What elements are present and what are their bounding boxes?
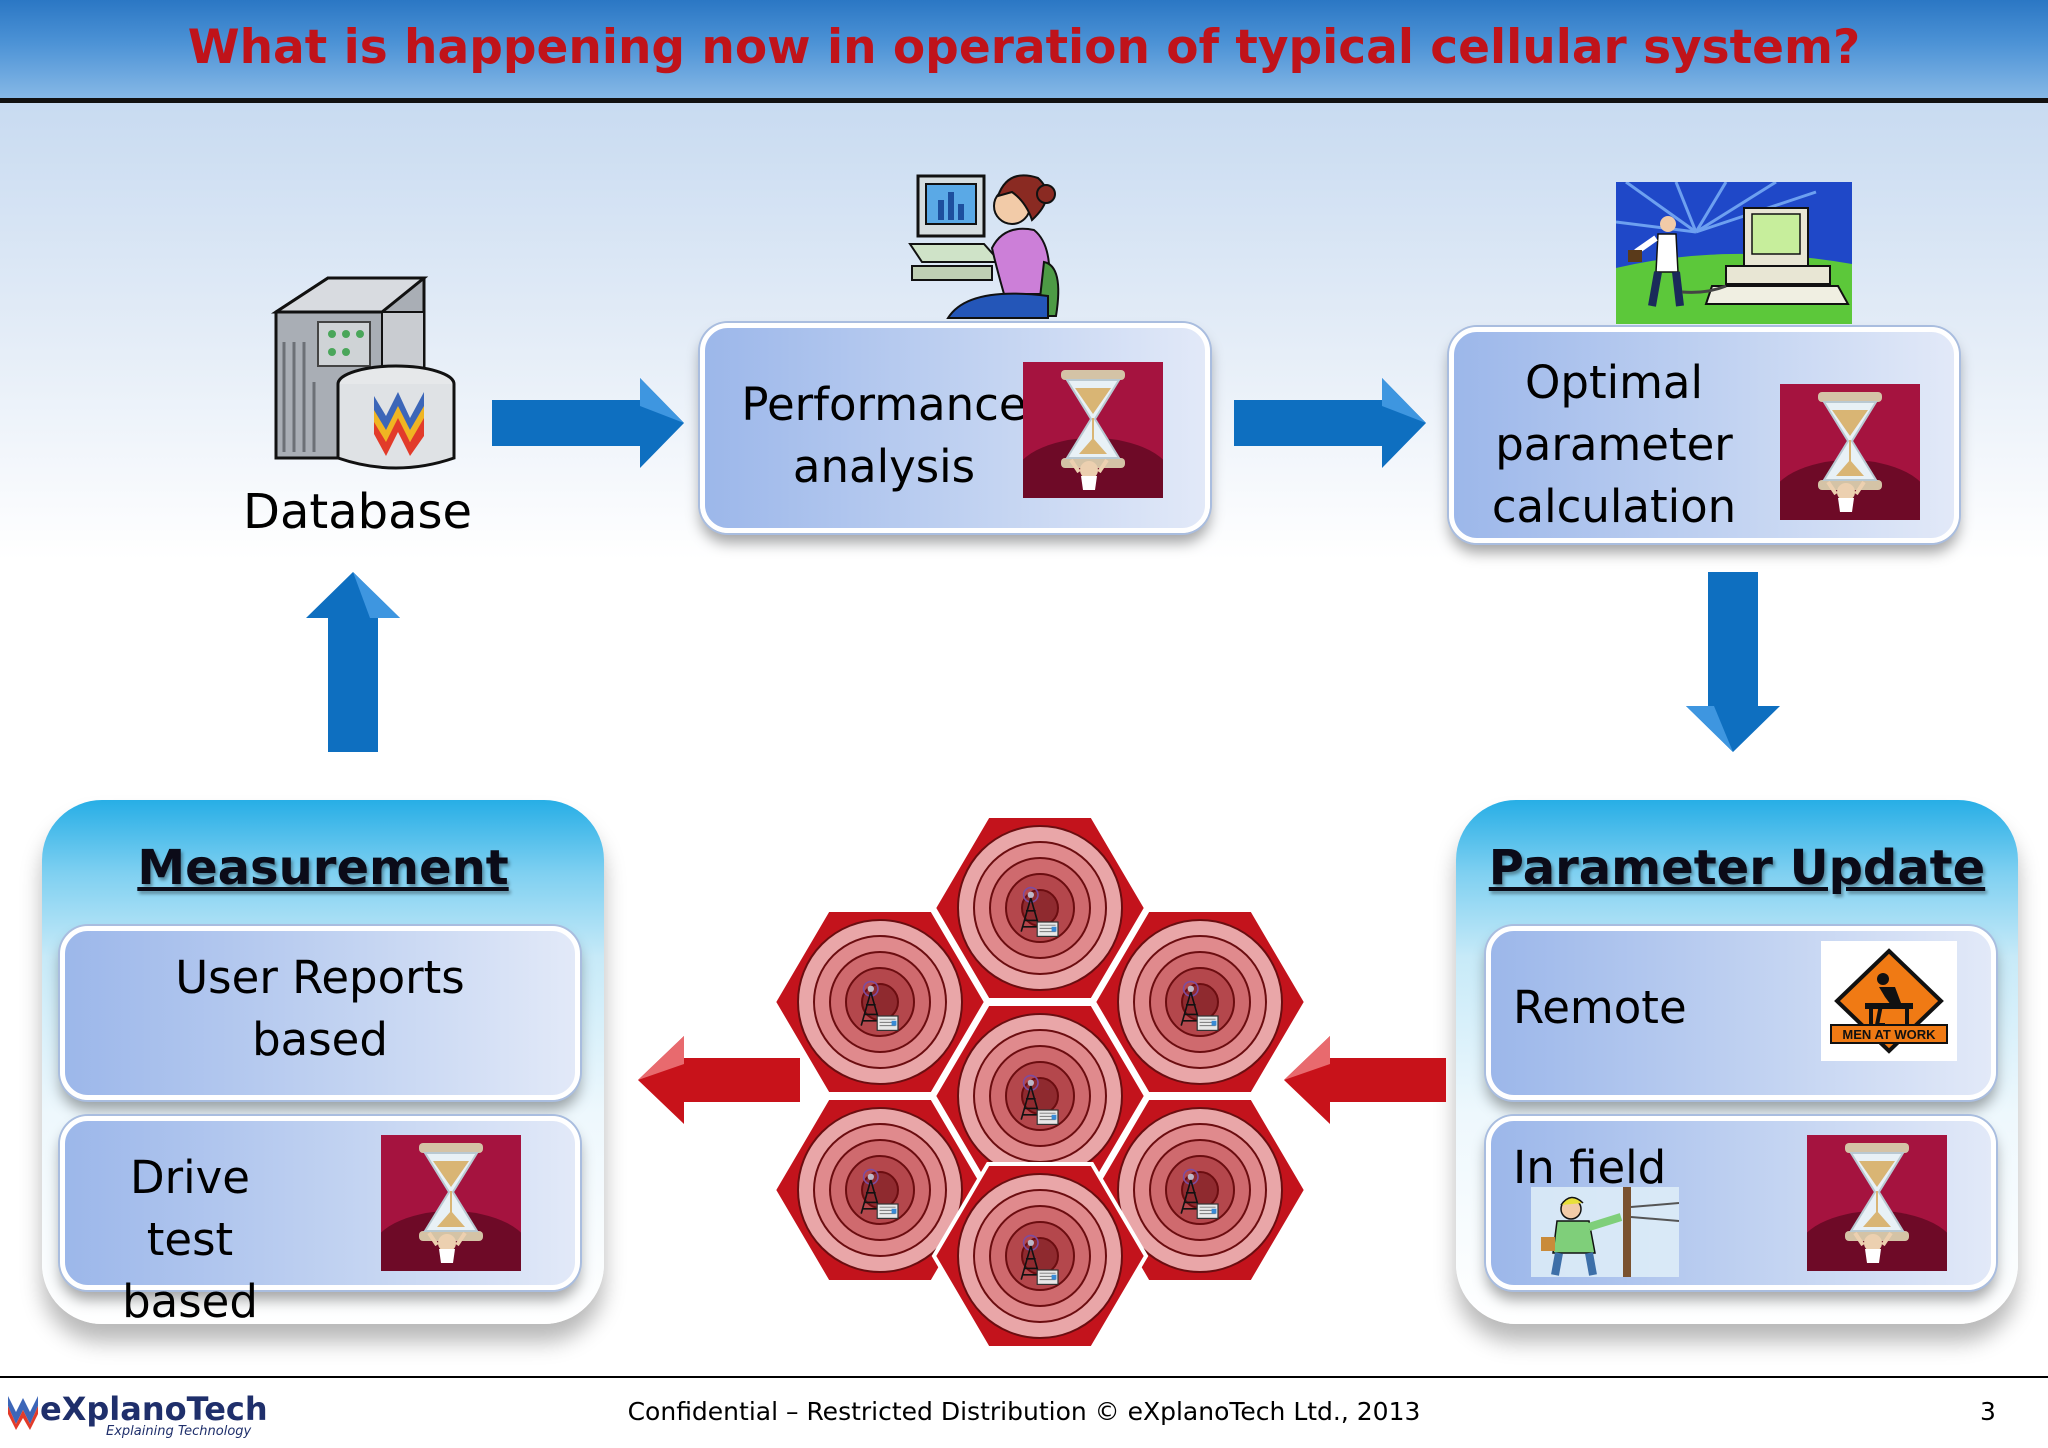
parameter-update-panel: Parameter Update Remote MEN AT WORK In f… [1456,800,2018,1324]
person-computer-icon [908,174,1060,319]
page-title: What is happening now in operation of ty… [187,20,1861,75]
performance-line-1: Performance [741,378,1027,431]
parameter-update-title: Parameter Update [1488,840,1986,896]
remote-box: Remote MEN AT WORK [1486,926,1996,1100]
brand-name: eXplanoTech [40,1390,268,1428]
performance-analysis-box: Performance analysis [700,323,1210,533]
measurement-panel: Measurement User Reports based Drive tes… [42,800,604,1328]
performance-line-2: analysis [792,440,976,493]
drive-test-line-1: Drive test [130,1151,250,1266]
remote-label: Remote [1513,981,1687,1034]
field-worker-icon [1531,1187,1679,1277]
arrow-down [1686,572,1780,752]
server-database-icon [270,276,456,470]
confidential-notice: Confidential – Restricted Distribution ©… [627,1397,1421,1426]
database-label: Database [243,484,473,540]
user-reports-box: User Reports based [60,926,580,1100]
arrow-up [306,572,400,752]
optimal-line-2: parameter [1495,418,1733,471]
measurement-title: Measurement [137,840,509,896]
hourglass-icon [1807,1135,1947,1271]
user-reports-line-1: User Reports [175,951,465,1004]
user-reports-line-2: based [252,1013,388,1066]
businessman-computer-icon [1616,182,1852,324]
footer-divider [0,1376,2048,1378]
hourglass-icon [1023,362,1163,498]
page-number: 3 [1980,1397,1996,1426]
cellular-hex-network [770,812,1310,1352]
arrow-right-1 [492,378,684,468]
arrow-right-2 [1234,378,1426,468]
hourglass-icon [1780,384,1920,520]
sign-text: MEN AT WORK [1842,1027,1936,1042]
title-bar [0,0,2048,103]
in-field-label: In field [1513,1141,1667,1194]
arrow-left-red-2 [638,1036,800,1124]
drive-test-line-2: based [122,1275,258,1328]
optimal-parameter-box: Optimal parameter calculation [1449,327,1959,543]
brand-tagline: Explaining Technology [106,1424,252,1439]
men-at-work-sign-icon: MEN AT WORK [1821,941,1957,1061]
hourglass-icon [381,1135,521,1271]
in-field-box: In field [1486,1116,1996,1290]
arrow-left-red-1 [1284,1036,1446,1124]
optimal-line-3: calculation [1491,480,1737,533]
drive-test-box: Drive test based [60,1116,580,1328]
optimal-line-1: Optimal [1524,356,1704,409]
explanotech-logo-icon [8,1396,38,1430]
